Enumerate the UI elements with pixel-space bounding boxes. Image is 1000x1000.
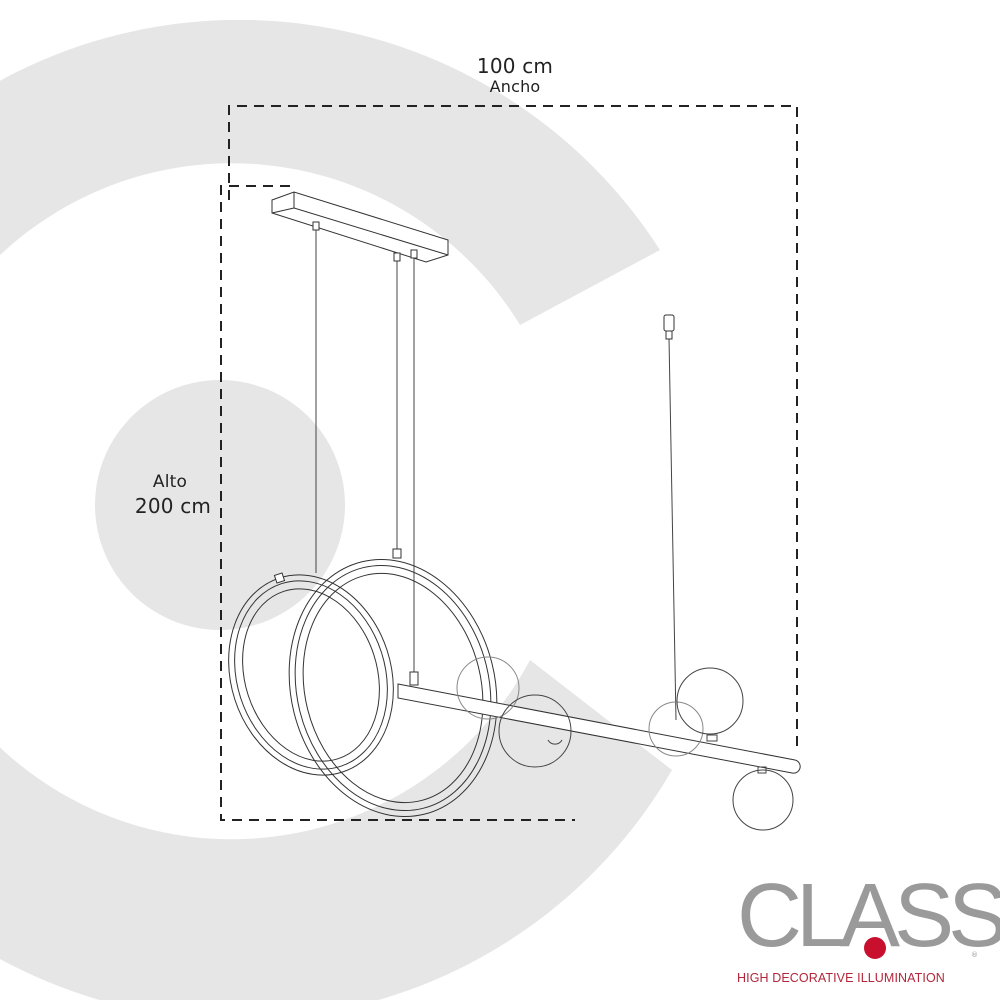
right-ring-mount (392, 548, 402, 559)
registered-mark: ® (971, 951, 978, 959)
remote-hook (663, 314, 675, 340)
globe-5 (732, 769, 794, 831)
height-value: 200 cm (134, 494, 212, 518)
suspension-cables (315, 230, 677, 721)
right-ring (288, 558, 498, 818)
globe-4 (676, 667, 744, 735)
globe-3 (648, 701, 704, 757)
globe-2 (498, 694, 572, 768)
background-c-shape (0, 19, 672, 1000)
ceiling-canopy (271, 191, 449, 263)
glass-globes (456, 656, 794, 831)
brand-tagline: HIGH DECORATIVE ILLUMINATION (737, 971, 945, 985)
background-circle (95, 380, 345, 630)
left-ring (228, 572, 394, 776)
width-value: 100 cm (476, 54, 554, 78)
horizontal-bar (397, 671, 801, 774)
width-label: Ancho (489, 77, 541, 96)
brand-red-dot-icon (864, 937, 886, 959)
width-dimension-box (228, 105, 798, 750)
height-dimension-box (220, 185, 575, 821)
brand-logo: CLASS ® HIGH DECORATIVE ILLUMINATION (735, 871, 1000, 990)
globe-1 (456, 656, 520, 720)
height-label: Alto (152, 472, 188, 492)
